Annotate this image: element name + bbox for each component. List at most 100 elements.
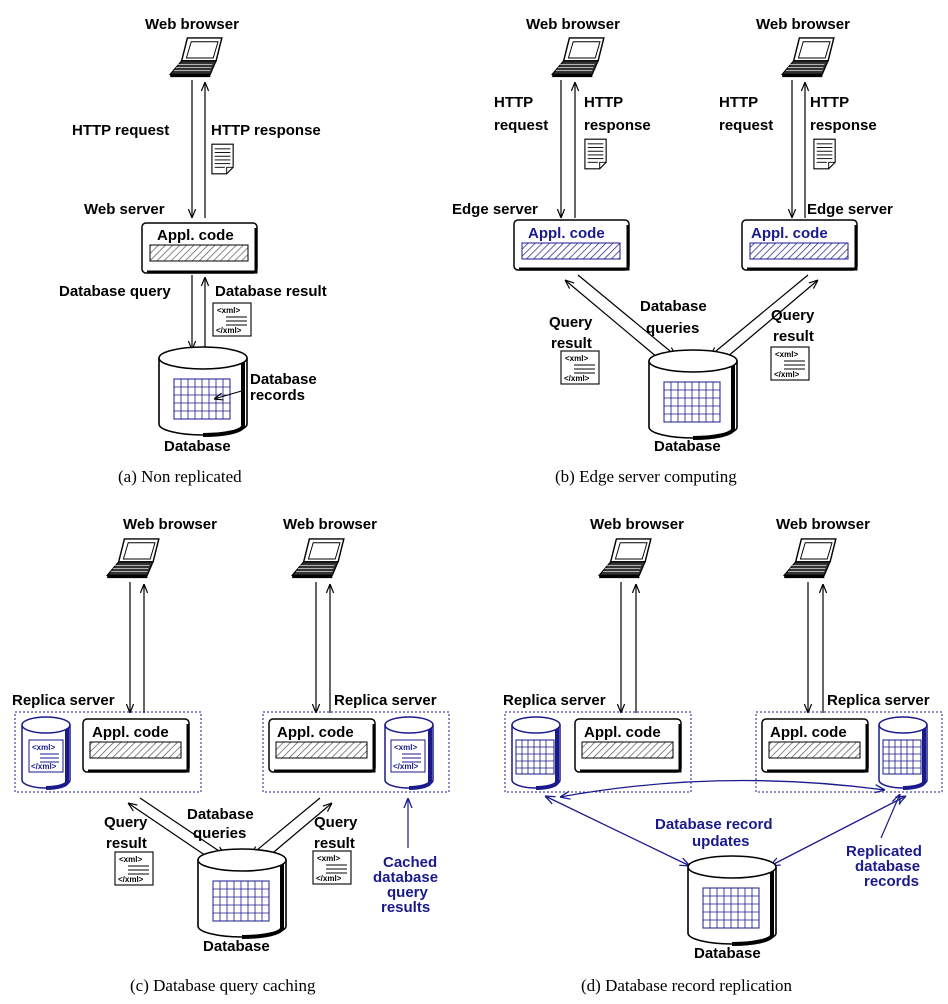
cached-label-1: Cached	[383, 854, 437, 871]
web-browser-label-right: Web browser	[283, 516, 377, 533]
query-arrow-left	[577, 274, 676, 356]
query-arrow-right	[710, 274, 809, 356]
panel-a-non-replicated: Web browser HTTP request HTTP response W…	[59, 16, 327, 486]
xml-close-tag: </xml>	[118, 875, 144, 884]
appl-code-label-left: Appl. code	[584, 724, 661, 741]
edge-server-label-left: Edge server	[452, 201, 538, 218]
replicated-label-1: Replicated	[846, 843, 922, 860]
code-block-left	[581, 741, 674, 759]
request-label-right: request	[719, 117, 773, 134]
database-icon	[649, 350, 737, 438]
laptop-icon-right	[781, 37, 835, 78]
replica-server-label-right: Replica server	[334, 692, 437, 709]
code-block-left	[89, 741, 182, 759]
appl-code-label: Appl. code	[157, 227, 234, 244]
xml-close-tag: </xml>	[774, 370, 800, 379]
code-block	[149, 244, 249, 262]
laptop-icon-right	[291, 538, 345, 579]
web-browser-label-right: Web browser	[756, 16, 850, 33]
record-updates-label-2: updates	[692, 833, 750, 850]
web-browser-label-left: Web browser	[590, 516, 684, 533]
replica-server-label-right: Replica server	[827, 692, 930, 709]
xml-open-tag: <xml>	[775, 350, 798, 359]
laptop-icon-left	[551, 37, 605, 78]
laptop-icon-right	[783, 538, 837, 579]
result-label-right: result	[773, 328, 814, 345]
replica-server-label-left: Replica server	[12, 692, 115, 709]
record-updates-label-1: Database record	[655, 816, 773, 833]
appl-code-label-right: Appl. code	[277, 724, 354, 741]
replica-container-left	[14, 711, 202, 793]
database-records-label-2: records	[250, 387, 305, 404]
appl-code-label-left: Appl. code	[92, 724, 169, 741]
database-queries-label-2: queries	[646, 320, 699, 337]
edge-server-box-left: Appl. code	[513, 219, 630, 271]
xml-open-tag: <xml>	[317, 854, 340, 863]
result-arrow-right	[719, 280, 818, 364]
replicated-label-3: records	[864, 873, 919, 890]
http-label-left: HTTP	[494, 94, 533, 111]
replica-sync-arrow	[560, 779, 885, 797]
replica-app-box-right: Appl. code	[761, 718, 869, 773]
xml-close-tag: </xml>	[316, 874, 342, 883]
caption-d: (d) Database record replication	[581, 976, 792, 995]
appl-code-label-right: Appl. code	[770, 724, 847, 741]
web-server-label: Web server	[84, 201, 165, 218]
update-arrow-right	[770, 796, 906, 866]
query-arrow-left	[139, 797, 225, 855]
database-queries-label-1: Database	[187, 806, 254, 823]
edge-server-box-right: Appl. code	[741, 219, 858, 271]
database-label: Database	[694, 945, 761, 962]
cached-label-3: query	[387, 884, 429, 901]
cached-xml-left: <xml> </xml>	[28, 739, 64, 773]
panel-b-edge-server: Web browser Web browser HTTP request HTT…	[452, 16, 893, 486]
xml-doc-icon-left: <xml> </xml>	[560, 350, 600, 385]
edge-server-label-right: Edge server	[807, 201, 893, 218]
replica-app-box-right: Appl. code	[268, 718, 376, 773]
xml-doc-icon-left: <xml> </xml>	[114, 851, 154, 886]
query-label-left: Query	[549, 314, 593, 331]
replica-container-right	[262, 711, 450, 793]
laptop-icon-left	[106, 538, 160, 579]
replica-db-icon-left	[510, 715, 562, 790]
database-label: Database	[654, 438, 721, 455]
update-arrow-left	[545, 796, 690, 866]
laptop-icon	[169, 37, 223, 78]
code-block-right	[275, 741, 368, 759]
xml-close-tag: </xml>	[31, 762, 57, 771]
response-label-right: response	[810, 117, 877, 134]
replica-db-icon-right	[877, 715, 929, 790]
database-query-label: Database query	[59, 283, 171, 300]
caption-a: (a) Non replicated	[118, 467, 242, 486]
query-arrow-right	[251, 797, 321, 855]
database-records-label-1: Database	[250, 371, 317, 388]
xml-open-tag: <xml>	[565, 354, 588, 363]
appl-code-label-right: Appl. code	[751, 225, 828, 242]
appl-code-label-left: Appl. code	[528, 225, 605, 242]
replicated-label-2: database	[855, 858, 920, 875]
xml-open-tag: <xml>	[394, 743, 417, 752]
replica-app-box-left: Appl. code	[82, 718, 190, 773]
xml-close-tag: </xml>	[564, 374, 590, 383]
result-arrow-left	[128, 803, 216, 863]
code-block-right	[749, 242, 849, 260]
database-queries-label-2: queries	[193, 825, 246, 842]
database-label: Database	[164, 438, 231, 455]
xml-open-tag: <xml>	[119, 855, 142, 864]
http-label-left-resp: HTTP	[584, 94, 623, 111]
http-label-right: HTTP	[719, 94, 758, 111]
xml-close-tag: </xml>	[393, 762, 419, 771]
code-block-right	[768, 741, 861, 759]
database-label: Database	[203, 938, 270, 955]
query-label-right: Query	[771, 307, 815, 324]
cached-label-2: database	[373, 869, 438, 886]
replica-app-box-left: Appl. code	[574, 718, 682, 773]
web-browser-label-left: Web browser	[123, 516, 217, 533]
html-page-icon	[211, 143, 234, 175]
panel-c-query-caching: Web browser Web browser Replica server R…	[12, 516, 450, 995]
replicated-pointer-arrow	[880, 794, 900, 839]
xml-doc-icon-right: <xml> </xml>	[770, 346, 810, 381]
replica-container-right	[755, 711, 943, 793]
database-result-label: Database result	[215, 283, 327, 300]
code-block-left	[521, 242, 621, 260]
